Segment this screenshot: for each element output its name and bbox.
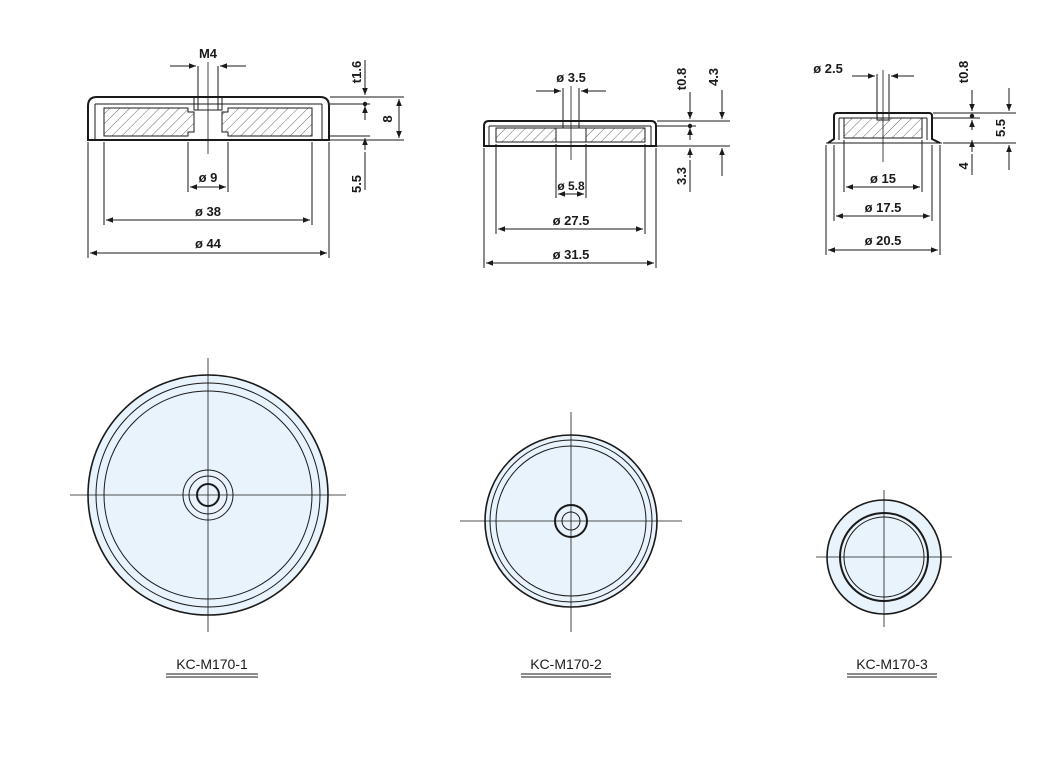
m2-model-label: KC-M170-2 <box>530 656 602 672</box>
m2-hole-top: ø 3.5 <box>556 70 586 85</box>
m3-outer-dia: ø 20.5 <box>865 233 902 248</box>
m3-magnet-dia: ø 15 <box>870 171 896 186</box>
m2-shell <box>483 120 657 147</box>
m1-model-label: KC-M170-1 <box>176 656 248 672</box>
m3-plan-view <box>816 490 952 627</box>
m3-height: 5.5 <box>993 119 1008 137</box>
m1-magnet-dia: ø 38 <box>195 204 221 219</box>
m2-outer-dia: ø 31.5 <box>553 247 590 262</box>
m1-hole-dia: ø 9 <box>199 170 218 185</box>
m3-shell-thickness: t0.8 <box>956 61 971 83</box>
m1-magnet-height: 5.5 <box>349 175 364 193</box>
m1-thread-label: M4 <box>199 46 218 61</box>
m2-section-view: ø 3.5 t0.8 4.3 3.3 ø 5.8 ø 27.5 ø 31.5 <box>483 68 730 268</box>
m1-shell-thickness: t1.6 <box>349 61 364 83</box>
m2-magnet-left <box>495 127 557 143</box>
m1-magnet-right <box>221 107 313 137</box>
m2-magnet-height: 3.3 <box>674 167 689 185</box>
m1-section-view: M4 t1.6 8 5.5 ø 9 ø 38 ø 44 <box>87 46 404 258</box>
m3-magnet-height: 4 <box>956 162 971 170</box>
m3-model-label: KC-M170-3 <box>856 656 928 672</box>
m1-shell <box>87 96 330 141</box>
m2-magnet-right <box>585 127 646 143</box>
m2-shell-thickness: t0.8 <box>674 68 689 90</box>
m2-plan-view <box>460 412 682 632</box>
m2-magnet-dia: ø 27.5 <box>553 213 590 228</box>
m2-hole-bottom: ø 5.8 <box>557 179 585 193</box>
m1-magnet-left <box>103 107 195 137</box>
model-labels: KC-M170-1 KC-M170-2 KC-M170-3 <box>166 656 937 678</box>
m1-outer-dia: ø 44 <box>195 236 222 251</box>
m3-hole-dia: ø 2.5 <box>813 61 843 76</box>
m2-height: 4.3 <box>706 68 721 86</box>
m1-plan-view <box>70 358 346 632</box>
m3-cup-dia: ø 17.5 <box>865 200 902 215</box>
m1-height: 8 <box>380 115 395 122</box>
m3-section-view: ø 2.5 t0.8 5.5 4 ø 15 ø 17.5 ø 20.5 <box>813 61 1016 255</box>
